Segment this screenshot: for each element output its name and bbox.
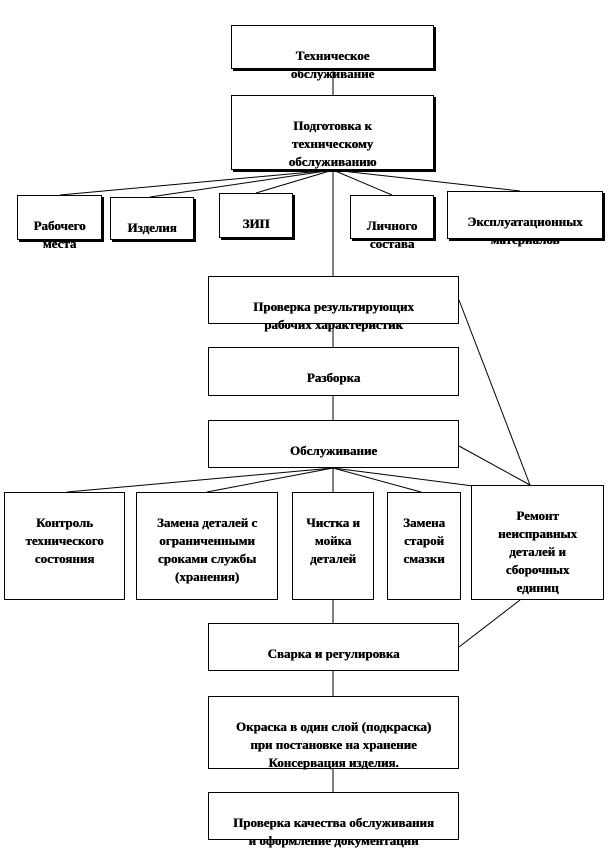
node-workplace-label: Рабочего места: [33, 218, 86, 251]
node-quality: Проверка качества обслуживания и оформле…: [208, 792, 459, 848]
node-cleaning: Чистка и мойка деталей: [292, 492, 374, 600]
node-materials-label: Эксплуатационных материалов: [467, 214, 583, 247]
node-prep: Подготовка к техническому обслуживанию: [231, 95, 434, 170]
node-product: Изделия: [110, 197, 194, 240]
node-lube: Замена старой смазки: [387, 492, 461, 600]
node-repair: Ремонт неисправных деталей и сборочных е…: [471, 485, 604, 600]
node-control: Контроль технического состояния: [4, 492, 125, 600]
node-replace-parts: Замена деталей с ограниченными сроками с…: [136, 492, 278, 600]
node-control-label: Контроль технического состояния: [25, 515, 104, 566]
node-root-label: Техническое обслуживание: [290, 48, 375, 81]
node-repair-label: Ремонт неисправных деталей и сборочных е…: [498, 508, 577, 595]
node-painting: Окраска в один слой (подкраска) при пост…: [208, 696, 459, 770]
node-zip: ЗИП: [219, 193, 293, 238]
node-painting-label: Окраска в один слой (подкраска) при пост…: [235, 719, 432, 770]
node-personnel-label: Личного состава: [366, 218, 418, 251]
line-service-repair-side: [458, 445, 531, 486]
node-quality-label: Проверка качества обслуживания и оформле…: [233, 815, 434, 848]
node-service-label: Обслуживание: [289, 443, 378, 458]
node-welding-label: Сварка и регулировка: [267, 646, 400, 661]
node-cleaning-label: Чистка и мойка деталей: [306, 515, 360, 566]
node-disassembly: Разборка: [208, 347, 459, 396]
node-check-label: Проверка результирующих рабочих характер…: [253, 299, 414, 332]
node-welding: Сварка и регулировка: [208, 623, 459, 671]
node-check: Проверка результирующих рабочих характер…: [208, 276, 459, 332]
node-materials: Эксплуатационных материалов: [447, 191, 603, 247]
node-replace-parts-label: Замена деталей с ограниченными сроками с…: [156, 515, 258, 584]
node-workplace: Рабочего места: [17, 195, 102, 251]
node-prep-label: Подготовка к техническому обслуживанию: [288, 118, 377, 169]
node-product-label: Изделия: [127, 220, 177, 235]
node-lube-label: Замена старой смазки: [403, 515, 445, 566]
node-personnel: Личного состава: [350, 195, 434, 251]
line-check-repair: [458, 299, 531, 486]
node-root: Техническое обслуживание: [231, 25, 434, 81]
node-disassembly-label: Разборка: [306, 370, 361, 385]
node-zip-label: ЗИП: [242, 216, 270, 231]
node-service: Обслуживание: [208, 420, 459, 468]
